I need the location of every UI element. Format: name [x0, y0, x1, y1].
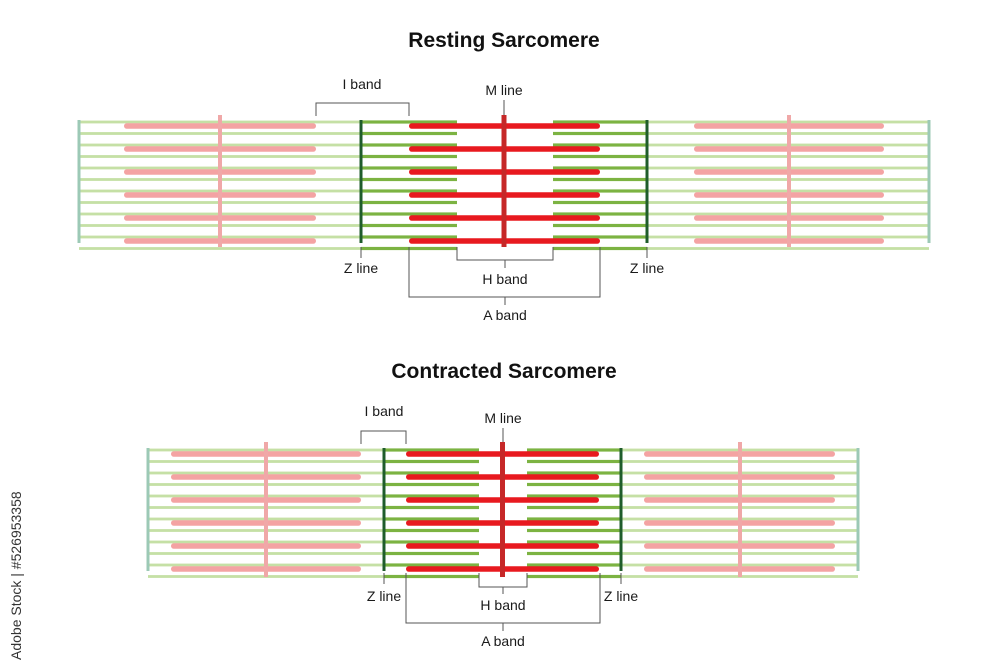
m-line-neighbor-right	[738, 442, 742, 577]
m-line-neighbor-right	[787, 115, 791, 247]
thin-filament-right	[527, 540, 621, 544]
thin-filament-right	[527, 459, 621, 464]
thin-filament-right	[527, 471, 621, 475]
watermark-text: Adobe Stock | #526953358	[8, 491, 24, 660]
z-line-right	[619, 448, 623, 571]
thin-filament-left	[384, 448, 479, 452]
contracted-i-band-label: I band	[365, 403, 404, 419]
thin-filament-left	[361, 235, 457, 239]
contracted-z-line-left-label: Z line	[367, 588, 401, 604]
contracted-m-line-label: M line	[484, 410, 522, 426]
thin-filament-right	[553, 212, 647, 216]
thin-filament-left	[361, 212, 457, 216]
contracted-sarcomere-panel: Contracted Sarcomere I band M line Z lin…	[146, 360, 860, 649]
thin-filament-left	[384, 551, 479, 556]
watermark: Adobe Stock | #526953358	[6, 430, 26, 660]
thin-filament-right	[553, 223, 647, 228]
thin-filament-left	[384, 528, 479, 533]
thin-filament-right	[527, 505, 621, 510]
contracted-a-band-bracket	[405, 573, 601, 631]
resting-title: Resting Sarcomere	[408, 29, 599, 52]
m-line-neighbor-left	[264, 442, 268, 577]
thin-filament-neighbor-right	[647, 247, 929, 250]
thin-filament-right	[527, 551, 621, 556]
contracted-h-band-label: H band	[480, 597, 525, 613]
thin-filament-left	[384, 482, 479, 487]
thin-filament-right	[527, 574, 621, 579]
resting-a-band-bracket	[408, 247, 601, 305]
thin-filament-left	[361, 189, 457, 193]
thin-filament-right	[553, 131, 647, 136]
z-line-neighbor-left	[146, 448, 150, 571]
z-line-neighbor-left	[77, 120, 81, 243]
resting-filaments	[77, 115, 931, 251]
z-line-neighbor-right	[856, 448, 860, 571]
thin-filament-right	[527, 528, 621, 533]
resting-h-band-bracket	[456, 247, 554, 268]
thin-filament-left	[384, 494, 479, 498]
thin-filament-right	[553, 166, 647, 170]
resting-i-band-bracket	[315, 102, 410, 116]
thin-filament-left	[384, 574, 479, 579]
resting-m-line-label: M line	[485, 82, 523, 98]
thin-filament-right	[527, 482, 621, 487]
z-line-left	[382, 448, 386, 571]
thin-filament-left	[361, 177, 457, 182]
thin-filament-left	[361, 131, 457, 136]
thin-filament-right	[553, 154, 647, 159]
thin-filament-right	[527, 494, 621, 498]
thin-filament-left	[384, 563, 479, 567]
thin-filament-right	[527, 563, 621, 567]
thin-filament-right	[553, 120, 647, 124]
thin-filament-left	[384, 471, 479, 475]
contracted-i-band-bracket	[360, 430, 407, 444]
m-line-neighbor-left	[218, 115, 222, 247]
thin-filament-left	[361, 154, 457, 159]
m-line	[501, 115, 507, 247]
thin-filament-left	[384, 540, 479, 544]
m-line	[500, 442, 505, 577]
thin-filament-right	[553, 235, 647, 239]
resting-sarcomere-panel: Resting Sarcomere I band M line Z line Z…	[77, 29, 931, 323]
resting-h-band-label: H band	[482, 271, 527, 287]
z-line-left	[359, 120, 363, 243]
contracted-a-band-label: A band	[481, 633, 525, 649]
thin-filament-left	[384, 505, 479, 510]
resting-z-line-left-label: Z line	[344, 260, 378, 276]
resting-i-band-label: I band	[343, 76, 382, 92]
thin-filament-left	[384, 459, 479, 464]
thin-filament-right	[527, 448, 621, 452]
thin-filament-right	[553, 200, 647, 205]
contracted-h-band-bracket	[478, 573, 528, 594]
thin-filament-left	[361, 143, 457, 147]
thin-filament-right	[527, 517, 621, 521]
thin-filament-left	[361, 200, 457, 205]
contracted-z-line-right-label: Z line	[604, 588, 638, 604]
thin-filament-neighbor-left	[79, 247, 361, 250]
thin-filament-right	[553, 143, 647, 147]
thin-filament-left	[361, 223, 457, 228]
thin-filament-left	[384, 517, 479, 521]
thin-filament-right	[553, 177, 647, 182]
thin-filament-right	[553, 189, 647, 193]
z-line-right	[645, 120, 649, 243]
resting-z-line-right-label: Z line	[630, 260, 664, 276]
contracted-title: Contracted Sarcomere	[391, 360, 616, 383]
resting-a-band-label: A band	[483, 307, 527, 323]
thin-filament-left	[361, 166, 457, 170]
z-line-neighbor-right	[927, 120, 931, 243]
thin-filament-left	[361, 120, 457, 124]
contracted-filaments	[146, 442, 860, 579]
